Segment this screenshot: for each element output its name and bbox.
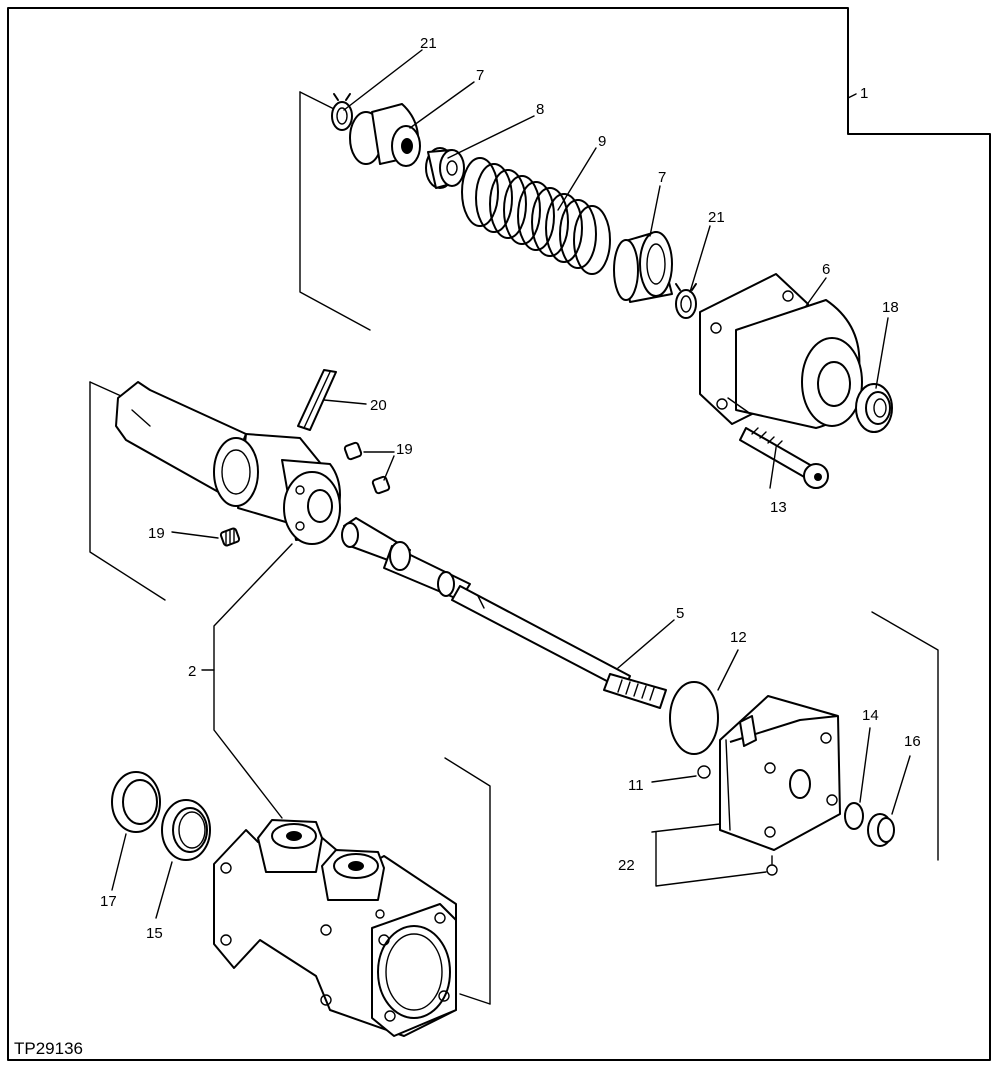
o-ring-12 xyxy=(669,681,719,755)
snap-ring-21-upper xyxy=(331,93,353,131)
seal-17 xyxy=(111,771,161,833)
spacer-8 xyxy=(425,147,465,189)
set-screws-19 xyxy=(219,441,391,547)
callout-8: 8 xyxy=(536,101,544,118)
o-ring-14 xyxy=(844,802,864,830)
figure-code: TP29136 xyxy=(14,1039,83,1058)
spring-housing-6 xyxy=(699,273,863,429)
spring-seat-7-lower xyxy=(613,231,673,303)
callout-20: 20 xyxy=(370,397,387,414)
callout-7-upper: 7 xyxy=(476,67,484,84)
callout-9: 9 xyxy=(598,133,606,150)
callout-14: 14 xyxy=(862,707,879,724)
valve-body-2 xyxy=(213,819,457,1037)
seal-15 xyxy=(161,799,211,861)
bracket-lines xyxy=(89,91,939,1005)
callout-7-lower: 7 xyxy=(658,169,666,186)
callout-19-lower: 19 xyxy=(148,525,165,542)
spool-assembly xyxy=(115,381,341,545)
callout-15: 15 xyxy=(146,925,163,942)
callout-5: 5 xyxy=(676,605,684,622)
callout-22: 22 xyxy=(618,857,635,874)
callout-21-lower: 21 xyxy=(708,209,725,226)
callout-6: 6 xyxy=(822,261,830,278)
callout-12: 12 xyxy=(730,629,747,646)
callout-2: 2 xyxy=(188,663,196,680)
diagram-border xyxy=(7,7,991,1061)
callout-16: 16 xyxy=(904,733,921,750)
callout-labels: 21 7 8 9 7 21 6 1 18 20 19 19 13 2 5 12 … xyxy=(100,35,921,942)
callout-13: 13 xyxy=(770,499,787,516)
spool-rod-5 xyxy=(341,517,667,709)
snap-ring-21-lower xyxy=(675,283,697,319)
callout-11: 11 xyxy=(628,777,644,794)
seal-18 xyxy=(855,383,893,433)
cap-screw-13 xyxy=(739,427,829,489)
spring-seat-7-upper xyxy=(349,103,421,167)
callout-1: 1 xyxy=(860,85,868,102)
callout-17: 17 xyxy=(100,893,117,910)
leader-lines xyxy=(111,49,911,919)
seal-16 xyxy=(867,813,895,847)
end-cap xyxy=(697,695,841,876)
callout-19-upper: 19 xyxy=(396,441,413,458)
callout-18: 18 xyxy=(882,299,899,316)
pin-20 xyxy=(297,369,337,431)
spring-9 xyxy=(461,157,611,275)
callout-21-upper: 21 xyxy=(420,35,437,52)
